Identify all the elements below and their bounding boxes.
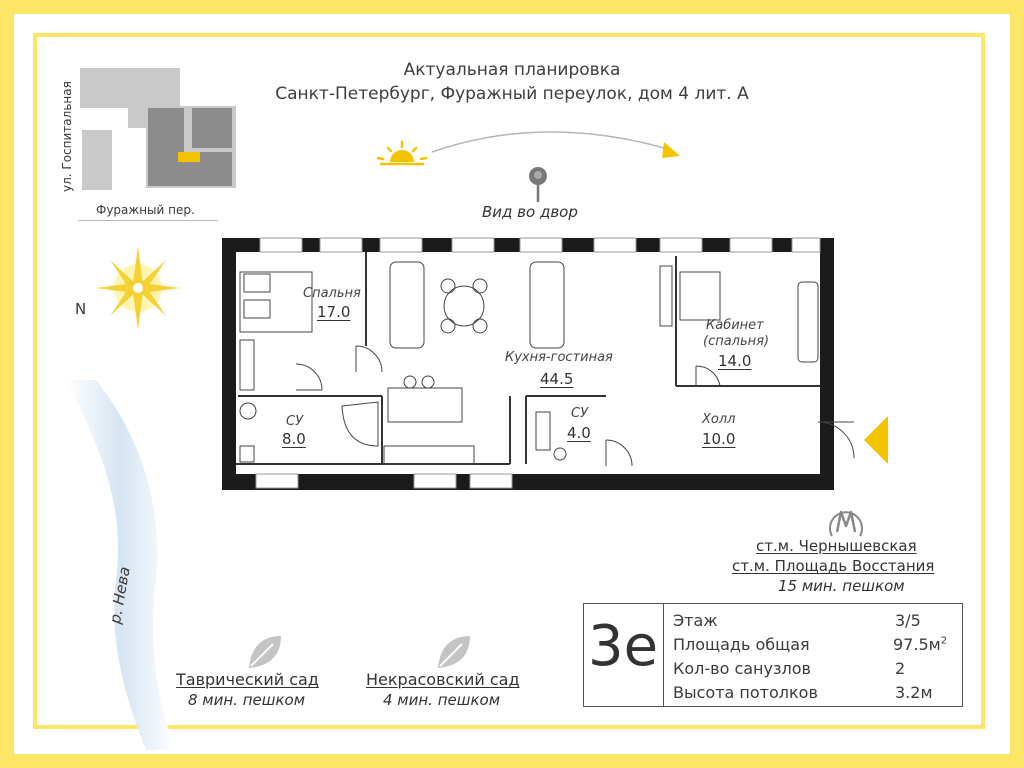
spec-area-number: 97.5м: [893, 635, 941, 654]
spec-bathrooms-label: Кол-во санузлов: [673, 659, 811, 678]
river-shape: [66, 380, 176, 750]
spec-ceiling-label: Высота потолков: [673, 683, 818, 702]
sun-arrow-icon: [662, 142, 680, 158]
room-kitchen-area: 44.5: [540, 370, 574, 388]
leaf-icon: [438, 636, 470, 668]
spec-divider: [663, 603, 664, 707]
spec-area-value: 97.5м2: [893, 635, 947, 654]
park-2-name[interactable]: Некрасовский сад: [366, 670, 520, 689]
sun-icon: [376, 140, 428, 166]
room-hall-name: Холл: [702, 412, 736, 427]
park-1-name[interactable]: Таврический сад: [176, 670, 319, 689]
metro-walk-time: 15 мин. пешком: [778, 577, 905, 595]
interior-floor: [236, 252, 820, 474]
room-bath2-area: 4.0: [567, 424, 591, 442]
entrance-arrow-icon: [864, 416, 888, 464]
spec-floor-value: 3/5: [895, 611, 921, 630]
spec-area-unit-exponent: 2: [940, 635, 948, 647]
apartment-code: 3е: [588, 614, 659, 679]
leaf-icon: [249, 636, 281, 668]
spec-bathrooms-value: 2: [895, 659, 906, 678]
sun-path: [376, 131, 680, 166]
location-map: [80, 68, 236, 190]
spec-ceiling-value: 3.2м: [895, 683, 933, 702]
view-pin-icon: [529, 167, 547, 202]
room-office-name-2: (спальня): [703, 334, 770, 349]
inner-border: [33, 33, 985, 729]
room-bath1-name: СУ: [286, 414, 303, 429]
park-2-walk: 4 мин. пешком: [383, 691, 501, 709]
street-vertical-label: ул. Госпитальная: [60, 81, 74, 192]
room-office-name: Кабинет: [706, 318, 764, 333]
room-bath2-name: СУ: [571, 406, 588, 421]
metro-station-2[interactable]: ст.м. Площадь Восстания: [732, 557, 935, 575]
spec-floor-label: Этаж: [673, 611, 718, 630]
metro-station-1[interactable]: ст.м. Чернышевская: [756, 537, 917, 555]
north-label: N: [75, 300, 87, 318]
title-line-2: Санкт-Петербург, Фуражный переулок, дом …: [275, 84, 749, 104]
room-bath1-area: 8.0: [282, 430, 306, 448]
room-bedroom-name: Спальня: [303, 286, 361, 301]
metro-icon: [829, 510, 863, 537]
title-line-1: Актуальная планировка: [403, 60, 621, 80]
street-horizontal-label: Фуражный пер.: [96, 203, 195, 217]
spec-table: [583, 603, 963, 707]
room-bedroom-area: 17.0: [317, 303, 351, 321]
view-label: Вид во двор: [482, 203, 578, 221]
spec-area-label: Площадь общая: [673, 635, 810, 654]
floor-plan: [222, 237, 855, 490]
room-hall-area: 10.0: [702, 430, 736, 448]
street-underline: [78, 220, 218, 221]
room-office-area: 14.0: [718, 352, 752, 370]
room-kitchen-name: Кухня-гостиная: [505, 350, 613, 365]
park-1-walk: 8 мин. пешком: [188, 691, 306, 709]
compass-icon: [96, 246, 180, 330]
